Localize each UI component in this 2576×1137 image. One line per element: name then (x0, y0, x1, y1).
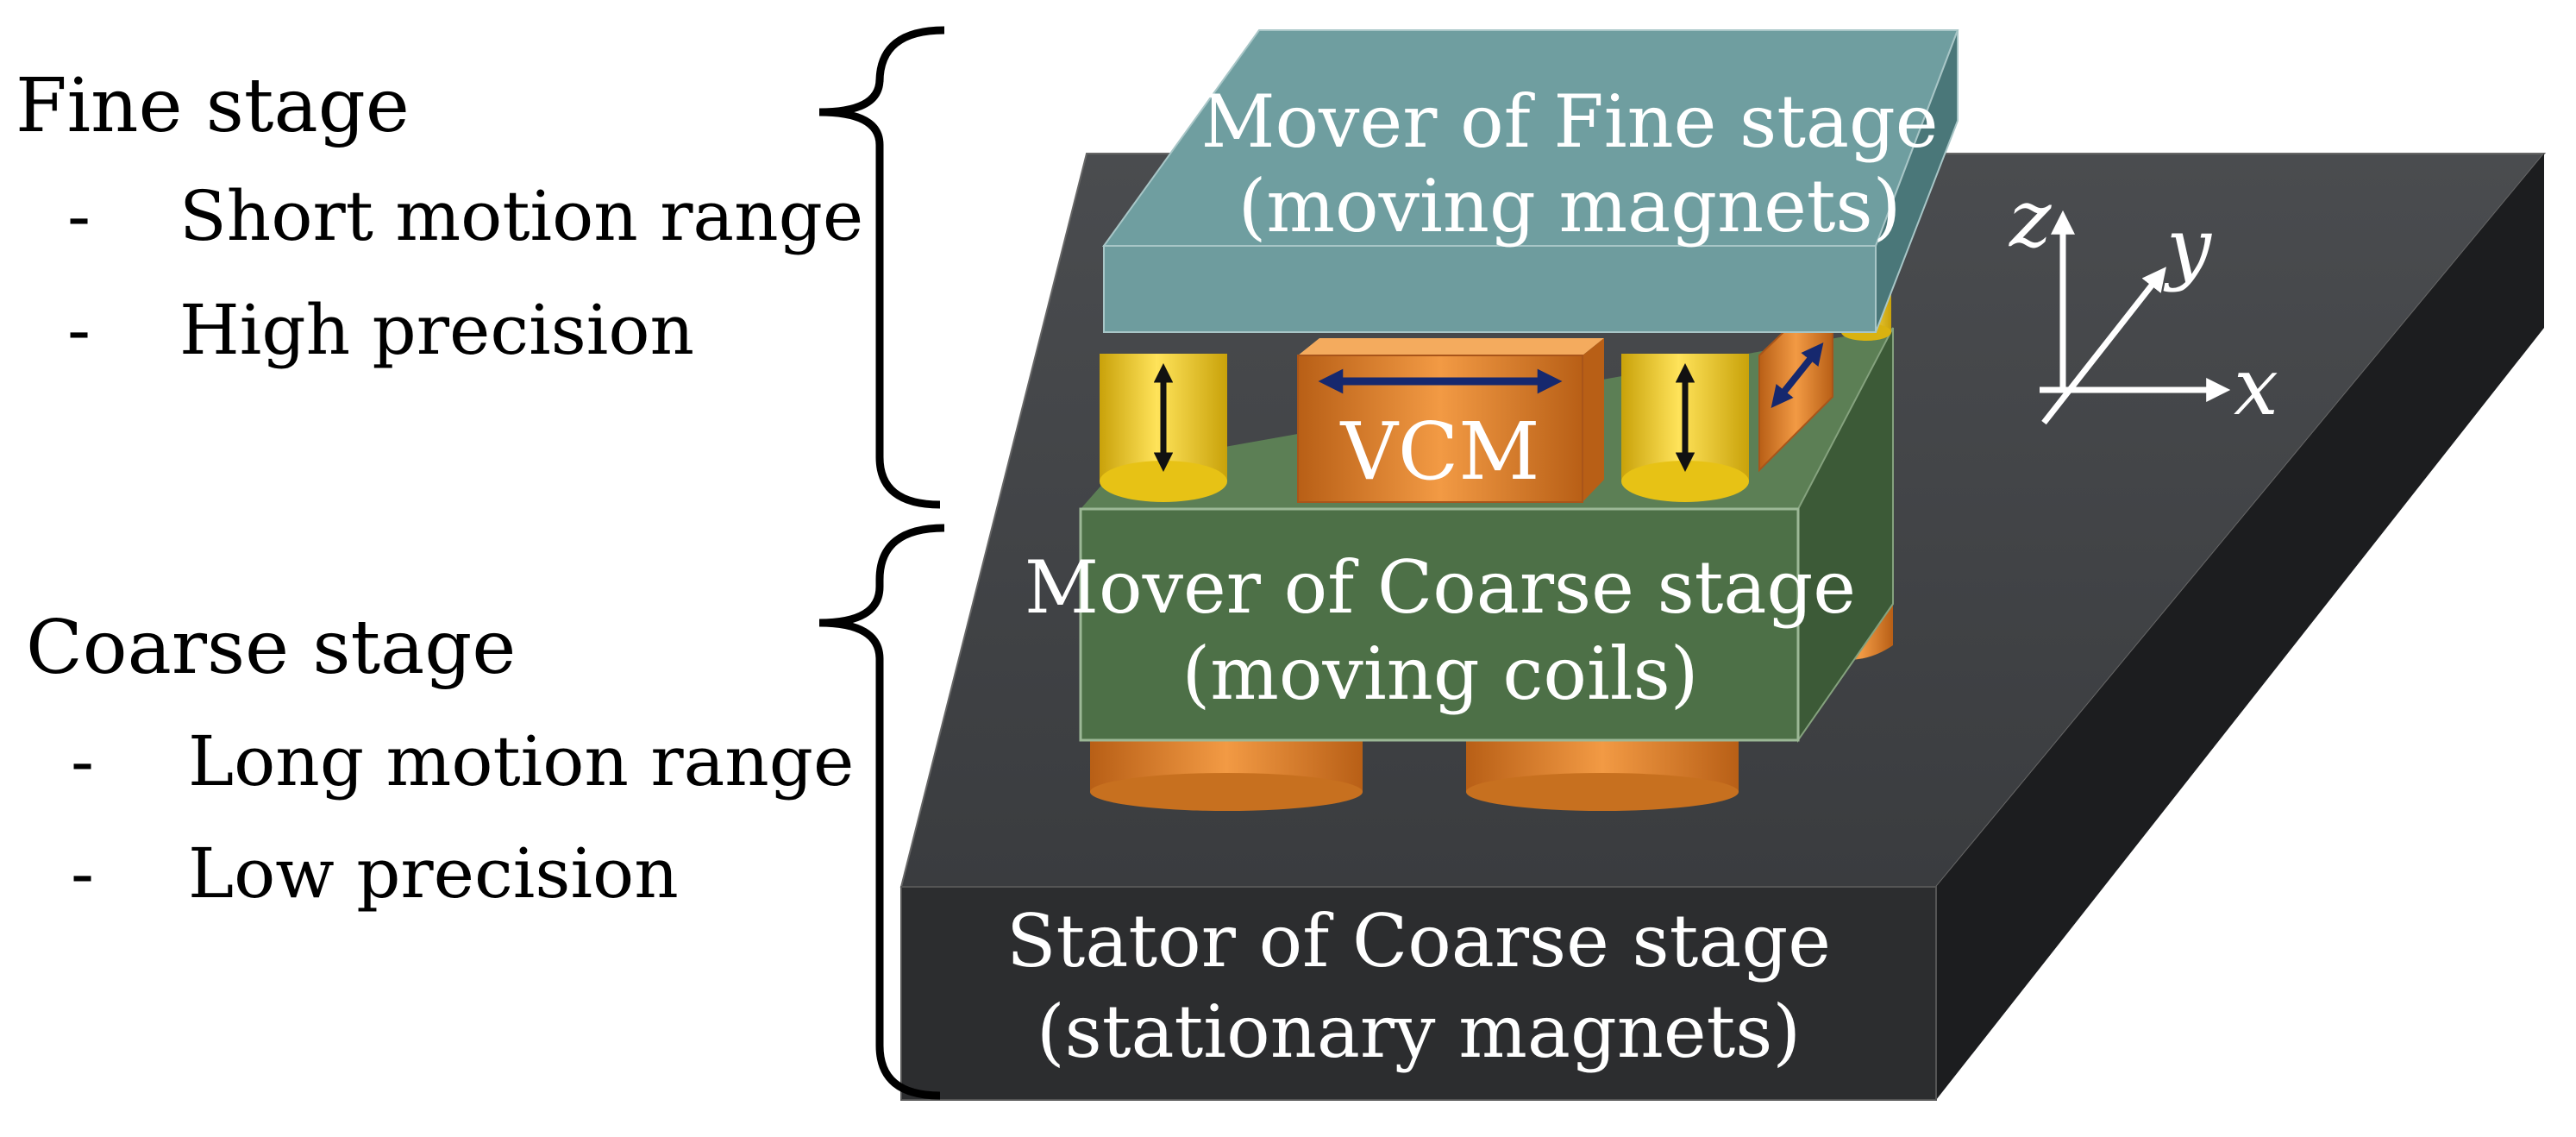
coarse-stage-item: Low precision (188, 833, 679, 914)
coarse-mover-front-face (1079, 507, 1800, 742)
coarse-stage-item: Long motion range (188, 721, 854, 801)
coordinate-axes: z y x (2009, 173, 2278, 433)
fine-stage-description: Fine stage - Short motion range - High p… (16, 63, 863, 370)
y-axis-arrow (2041, 267, 2166, 425)
coarse-mover-label-line2: (moving coils) (1181, 631, 1698, 716)
vcm-side-face (1583, 338, 1604, 502)
bearing-right-bottom (1466, 773, 1739, 811)
fine-stage-brace (818, 26, 945, 509)
coarse-stage-item-dash: - (71, 721, 94, 801)
stator-label-line2: (stationary magnets) (1037, 989, 1801, 1074)
x-axis-label: x (2234, 341, 2278, 433)
vcm-block: VCM (1297, 338, 1604, 503)
fine-mover-block (1102, 29, 1959, 333)
fine-stage-item-dash: - (67, 290, 91, 370)
fine-stage-title: Fine stage (16, 63, 410, 149)
fine-mover-front-face (1103, 245, 1877, 333)
coarse-stage-item-dash: - (71, 833, 94, 914)
vcm-top-face (1298, 338, 1604, 355)
coarse-stage-brace (818, 524, 945, 1100)
vcm-label: VCM (1339, 405, 1539, 498)
stator-front-face (900, 886, 1937, 1101)
coarse-mover-label-line1: Mover of Coarse stage (1025, 545, 1856, 630)
coarse-stage-title: Coarse stage (26, 605, 516, 691)
fine-mover-label-line2: (moving magnets) (1238, 164, 1902, 248)
fine-stage-item: High precision (179, 290, 694, 370)
coarse-stage-description: Coarse stage - Long motion range - Low p… (26, 605, 854, 914)
fine-stage-item-dash: - (67, 176, 91, 256)
stator-label-line1: Stator of Coarse stage (1006, 899, 1831, 983)
fine-stage-magnets (1100, 354, 1749, 502)
z-axis-label: z (2009, 173, 2052, 265)
fine-stage-item: Short motion range (179, 176, 863, 256)
stator-side-face (1936, 154, 2544, 1100)
fine-mover-label-line1: Mover of Fine stage (1200, 79, 1938, 164)
bearing-left-bottom (1090, 773, 1363, 811)
magnet-left-bottom (1100, 461, 1227, 502)
side-vcm-arrow (1771, 342, 1824, 408)
y-axis-label: y (2163, 201, 2212, 293)
magnet-right-bottom (1621, 461, 1749, 502)
